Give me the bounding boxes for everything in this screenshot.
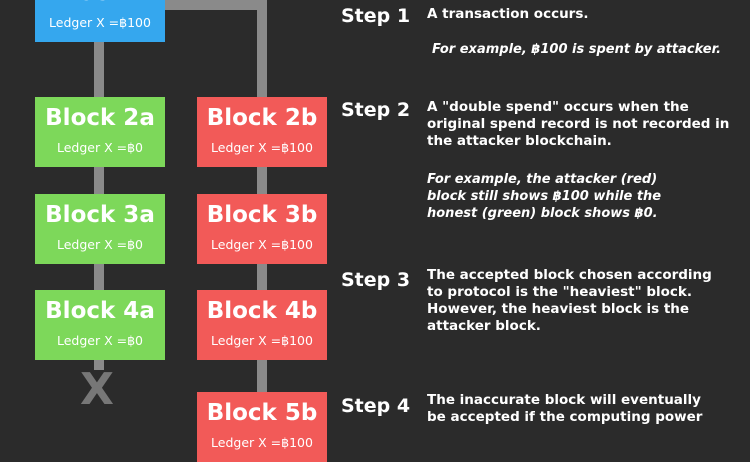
block-ledger: Ledger X =฿100 <box>211 333 313 348</box>
block-title: Block 1 <box>35 0 165 8</box>
block-3b: Block 3b Ledger X =฿100 <box>197 194 327 264</box>
step-2-text: A "double spend" occurs when the origina… <box>427 99 730 149</box>
connector-branch-horizontal <box>165 0 267 10</box>
step-4-title: Step 4 <box>341 395 411 417</box>
step-3-text: The accepted block chosen according to p… <box>427 267 712 334</box>
block-title: Block 3b <box>206 202 318 228</box>
block-ledger: Ledger X =฿0 <box>56 333 144 348</box>
block-3a: Block 3a Ledger X =฿0 <box>35 194 165 264</box>
block-title: Block 4b <box>206 298 318 324</box>
step-3-title: Step 3 <box>341 269 411 291</box>
block-ledger: Ledger X =฿100 <box>211 237 313 252</box>
block-ledger: Ledger X =฿0 <box>56 140 144 155</box>
block-title: Block 4a <box>45 298 155 324</box>
step-2-title: Step 2 <box>341 99 411 121</box>
block-ledger: Ledger X =฿100 <box>49 15 151 30</box>
block-ledger: Ledger X =฿100 <box>211 140 313 155</box>
block-4b: Block 4b Ledger X =฿100 <box>197 290 327 360</box>
step-1-example: For example, ฿100 is spent by attacker. <box>432 42 722 57</box>
block-5b: Block 5b Ledger X =฿100 <box>197 392 327 462</box>
step-4-text: The inaccurate block will eventually be … <box>427 392 703 425</box>
block-1: Block 1 Ledger X =฿100 <box>35 0 165 42</box>
step-2-example: For example, the attacker (red) block st… <box>427 172 662 221</box>
block-title: Block 2a <box>45 105 155 131</box>
double-spend-diagram: Block 1 Ledger X =฿100 Block 2a Ledger X… <box>35 0 730 462</box>
block-title: Block 2b <box>206 105 318 131</box>
step-1-title: Step 1 <box>341 5 411 27</box>
block-4a: Block 4a Ledger X =฿0 <box>35 290 165 360</box>
block-title: Block 3a <box>45 202 155 228</box>
block-ledger: Ledger X =฿0 <box>56 237 144 252</box>
block-title: Block 5b <box>206 400 318 426</box>
x-mark: X <box>80 364 114 415</box>
block-ledger: Ledger X =฿100 <box>211 435 313 450</box>
step-1-text: A transaction occurs. <box>427 6 589 22</box>
block-2b: Block 2b Ledger X =฿100 <box>197 97 327 167</box>
block-2a: Block 2a Ledger X =฿0 <box>35 97 165 167</box>
